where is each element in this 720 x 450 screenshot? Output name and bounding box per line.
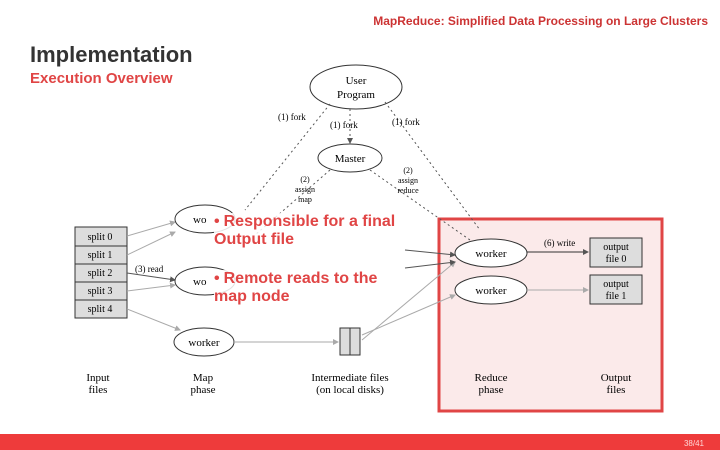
assign-reduce-label-3: reduce	[397, 186, 419, 195]
split-0: split 0	[88, 232, 113, 243]
write-label: (6) write	[544, 238, 575, 248]
phase-output-1: Output	[601, 372, 632, 384]
split-4: split 4	[88, 304, 113, 315]
phase-output-2: files	[607, 384, 626, 396]
output-file-0-label-1: output	[603, 242, 629, 253]
master-node	[317, 143, 383, 173]
output-file-0-label-2: file 0	[606, 254, 627, 265]
assign-map-line	[254, 169, 331, 236]
page-number: 38/41	[683, 439, 704, 448]
output-file-1	[589, 274, 643, 305]
fork-right-label: (1) fork	[392, 117, 420, 127]
split-1: split 1	[88, 250, 113, 261]
user-program-label-2: Program	[337, 89, 375, 101]
note-final-output: •Responsible for a final Output file	[214, 213, 424, 249]
reduce-worker-1-label: worker	[475, 248, 506, 260]
map-worker-2-label: wo	[193, 276, 207, 288]
user-program-node	[309, 64, 403, 110]
fork-line-right	[384, 101, 481, 231]
output-file-1-label-1: output	[603, 279, 629, 290]
read-label: (3) read	[135, 264, 164, 274]
reduce-worker-1	[454, 238, 528, 268]
output-file-0	[589, 237, 643, 268]
map-worker-3-label: worker	[188, 337, 219, 349]
assign-map-label-1: (2)	[300, 175, 310, 184]
phase-reduce-1: Reduce	[475, 372, 508, 384]
assign-reduce-label-1: (2)	[403, 166, 413, 175]
fork-mid-label: (1) fork	[330, 120, 358, 130]
fork-left-label: (1) fork	[278, 112, 306, 122]
phase-reduce-2: phase	[478, 384, 503, 396]
slide-title: Implementation	[30, 42, 193, 67]
assign-map-label-3: map	[298, 195, 312, 204]
user-program-label: User	[346, 75, 367, 87]
phase-input-1: Input	[86, 372, 109, 384]
note-remote-reads: •Remote reads to the map node	[214, 270, 394, 306]
assign-map-label-2: assign	[295, 185, 315, 194]
master-label: Master	[335, 153, 366, 165]
assign-reduce-label-2: assign	[398, 176, 418, 185]
phase-input-2: files	[89, 384, 108, 396]
assign-reduce-line	[369, 169, 471, 241]
header-text: MapReduce: Simplified Data Processing on…	[373, 14, 708, 28]
phase-intermediate-1: Intermediate files	[311, 372, 388, 384]
split-2: split 2	[88, 268, 113, 279]
phase-map-1: Map	[193, 372, 214, 384]
output-file-1-label-2: file 1	[606, 291, 627, 302]
reduce-worker-2-label: worker	[475, 285, 506, 297]
footer-bar	[0, 434, 720, 450]
slide-subtitle: Execution Overview	[30, 70, 173, 87]
phase-intermediate-2: (on local disks)	[316, 384, 384, 396]
phase-map-2: phase	[190, 384, 215, 396]
split-3: split 3	[88, 286, 113, 297]
map-worker-1-label: wo	[193, 214, 207, 226]
input-splits: split 0 split 1 split 2 split 3 split 4	[74, 226, 128, 319]
